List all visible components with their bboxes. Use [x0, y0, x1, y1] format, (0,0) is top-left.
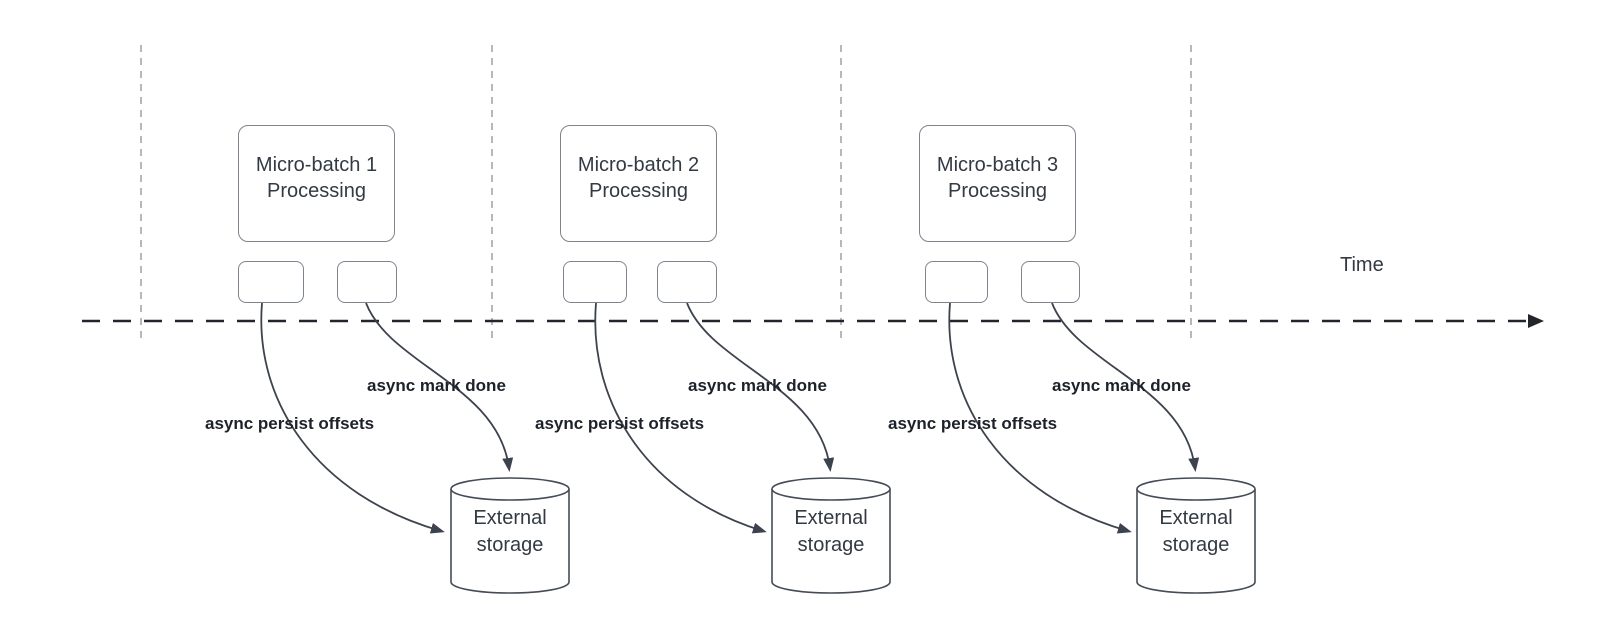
persist-offsets-label-2: async persist offsets — [535, 414, 705, 433]
external-storage-cylinder-2 — [771, 477, 891, 594]
persist-offsets-arrow-2 — [594, 302, 767, 534]
persist-offsets-label-3: async persist offsets — [888, 414, 1058, 433]
microbatch-1-persist-task-box — [238, 261, 304, 303]
microbatch-2-persist-task-box — [563, 261, 627, 303]
time-axis-label: Time — [1340, 254, 1384, 276]
microbatch-2-mark-done-task-box — [657, 261, 717, 303]
persist-offsets-label-1: async persist offsets — [205, 414, 375, 433]
microbatch-3-mark-done-task-box — [1021, 261, 1080, 303]
microbatch-3-persist-task-box — [925, 261, 988, 303]
microbatch-1-mark-done-task-box — [337, 261, 397, 303]
external-storage-cylinder-1 — [450, 477, 570, 594]
persist-offsets-arrow-3 — [948, 302, 1132, 534]
microbatch-3-processing-box: Micro-batch 3 Processing — [919, 125, 1076, 242]
mark-done-arrow-3 — [1051, 302, 1200, 472]
microbatch-2-processing-box: Micro-batch 2 Processing — [560, 125, 717, 242]
external-storage-label-2: External storage — [794, 507, 868, 556]
mark-done-label-1: async mark done — [367, 376, 506, 395]
mark-done-label-2: async mark done — [688, 376, 827, 395]
mark-done-label-3: async mark done — [1052, 376, 1191, 395]
external-storage-label-1: External storage — [473, 507, 547, 556]
mark-done-arrow-1 — [365, 302, 514, 472]
external-storage-cylinder-3 — [1136, 477, 1256, 594]
external-storage-label-3: External storage — [1159, 507, 1233, 556]
mark-done-arrow-2 — [686, 302, 835, 472]
microbatch-1-processing-box: Micro-batch 1 Processing — [238, 125, 395, 242]
persist-offsets-arrow-1 — [260, 302, 445, 534]
